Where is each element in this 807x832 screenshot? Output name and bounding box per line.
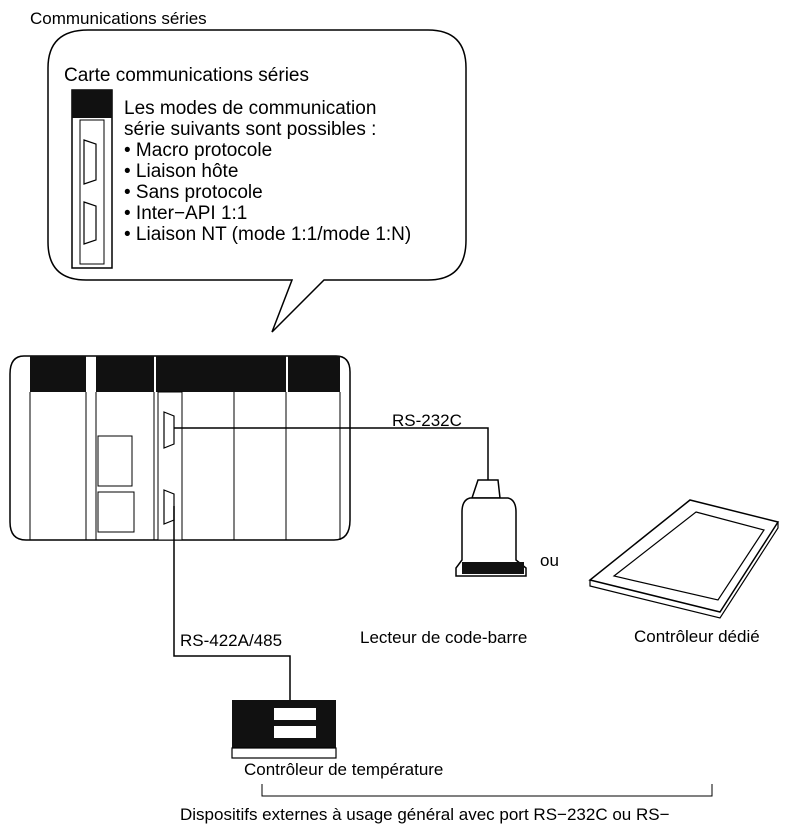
temperature-controller-label: Contrôleur de température: [244, 760, 444, 779]
or-label: ou: [540, 551, 559, 570]
description-line: série suivants sont possibles :: [124, 119, 377, 140]
mode-item-macro: • Macro protocole: [124, 140, 273, 161]
barcode-reader-label: Lecteur de code-barre: [360, 628, 528, 647]
rs232c-label: RS-232C: [392, 411, 462, 430]
mode-item-nt-link: • Liaison NT (mode 1:1/mode 1:N): [124, 224, 412, 245]
modes-description: Les modes de communication série suivant…: [124, 98, 411, 245]
barcode-reader-icon: [455, 479, 527, 577]
rs422-cable: [173, 506, 291, 700]
mode-item-no-protocol: • Sans protocole: [124, 182, 263, 203]
rs422-label: RS-422A/485: [180, 631, 283, 650]
devices-caption: Dispositifs externes à usage général ave…: [180, 805, 670, 824]
plc-rack: [9, 355, 351, 541]
mode-item-host-link: • Liaison hôte: [124, 161, 239, 182]
top-title: Communications séries: [30, 9, 207, 28]
callout-balloon: [47, 29, 467, 333]
temperature-controller-icon: [231, 700, 337, 759]
dedicated-controller-label: Contrôleur dédié: [634, 627, 760, 646]
dedicated-controller-icon: [588, 499, 780, 619]
description-line: Les modes de communication: [124, 98, 377, 119]
serial-card-icon: [71, 89, 113, 269]
mode-item-inter-api: • Inter−API 1:1: [124, 203, 248, 224]
card-title: Carte communications séries: [64, 65, 309, 86]
devices-bracket: [261, 784, 713, 797]
rs232c-cable: [174, 427, 489, 498]
